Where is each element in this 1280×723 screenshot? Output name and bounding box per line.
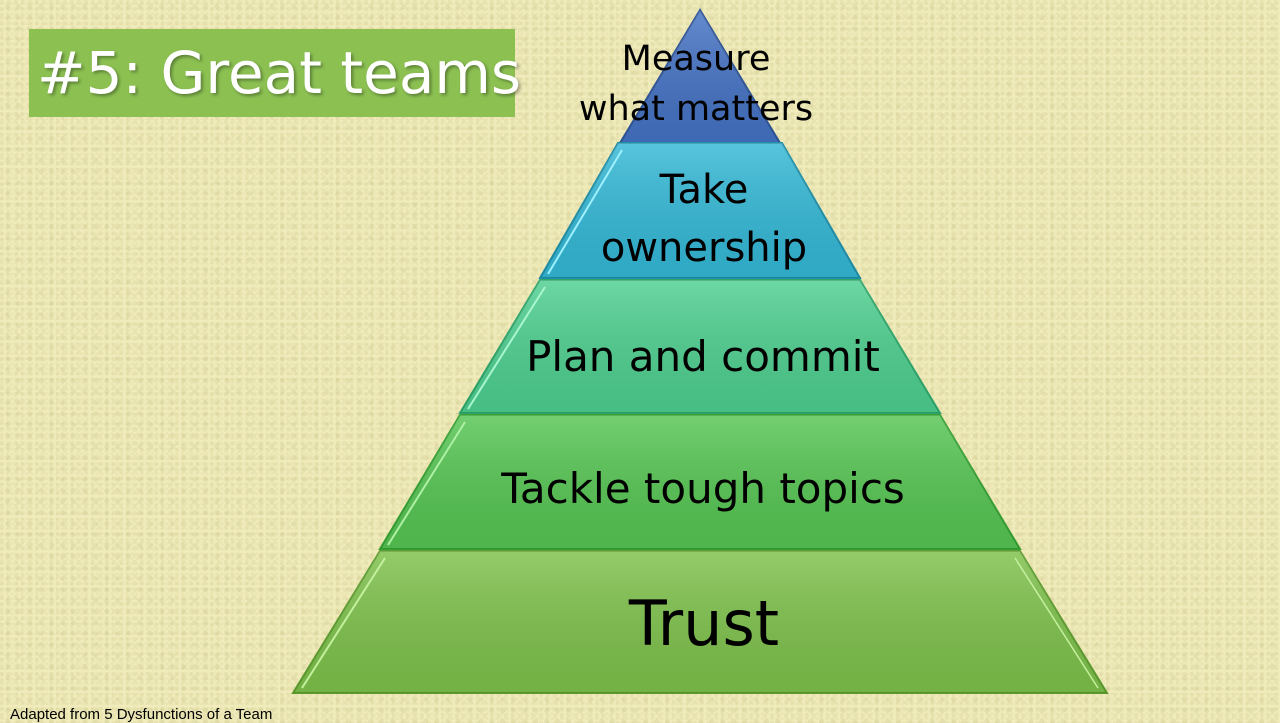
pyramid-level-measure: Measure what matters (579, 8, 813, 144)
pyramid-label-line: Take (659, 167, 749, 213)
attribution-text: Adapted from 5 Dysfunctions of a Team (10, 706, 273, 723)
pyramid-label: Plan and commit (526, 332, 880, 381)
slide-title: #5: Great teams (37, 39, 522, 107)
pyramid-level-plan: Plan and commit (458, 279, 942, 414)
pyramid-label-line: ownership (601, 225, 807, 271)
pyramid-level-tackle: Tackle tough topics (378, 414, 1022, 550)
title-banner: #5: Great teams (29, 29, 521, 117)
pyramid-level-ownership: Take ownership (538, 142, 862, 279)
pyramid-label-line: Measure (622, 39, 771, 79)
pyramid-label: Tackle tough topics (500, 464, 905, 513)
pyramid-label: Trust (628, 587, 779, 660)
pyramid-level-trust: Trust (291, 550, 1109, 694)
pyramid-label-line: what matters (579, 89, 813, 129)
